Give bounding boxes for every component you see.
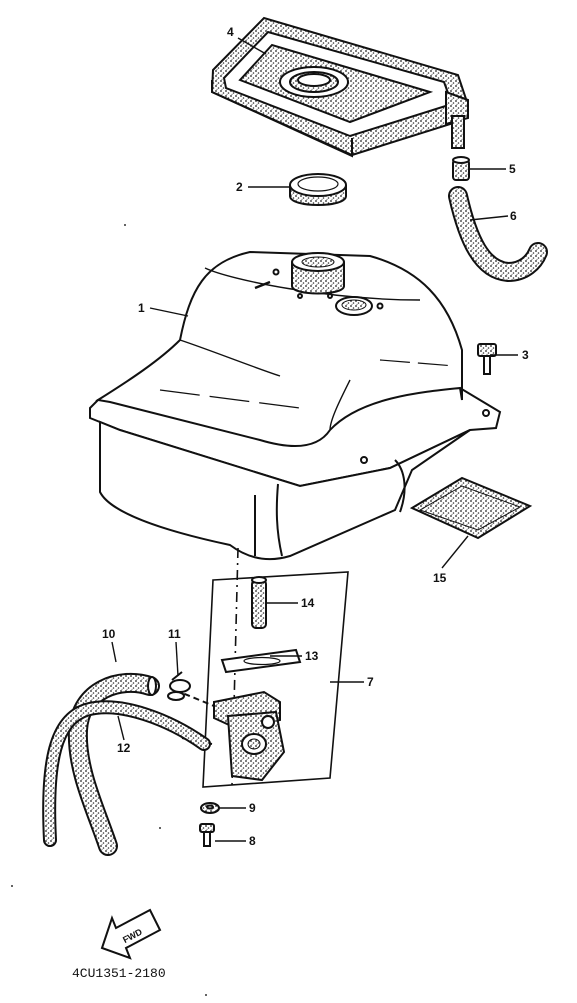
part-4-tray — [210, 16, 470, 158]
part-5-fitting — [452, 156, 470, 181]
callout-3: 3 — [522, 348, 529, 362]
callout-1: 1 — [138, 301, 145, 315]
callout-12: 12 — [117, 741, 131, 755]
part-11-clip — [167, 671, 191, 701]
scan-specks — [11, 224, 207, 996]
fuel-cock-body — [174, 689, 286, 782]
part-8-screw — [199, 823, 215, 847]
callout-9: 9 — [249, 801, 256, 815]
part-14-filter — [251, 576, 267, 629]
part-2-fuel-cap — [289, 173, 347, 206]
part-7-fuel-cock-assembly — [174, 547, 349, 788]
part-13-gasket — [220, 648, 302, 674]
callout-7: 7 — [367, 675, 374, 689]
callout-14: 14 — [301, 596, 315, 610]
callout-13: 13 — [305, 649, 319, 663]
leader-lines — [111, 37, 518, 842]
callout-6: 6 — [510, 209, 517, 223]
callout-15: 15 — [433, 571, 447, 585]
callout-4: 4 — [227, 25, 234, 39]
part-6-hose — [448, 186, 548, 283]
figure-code: 4CU1351-2180 — [72, 966, 166, 981]
part-1-fuel-tank — [89, 250, 502, 561]
part-15-pad — [409, 476, 533, 540]
part-9-washer — [200, 802, 220, 814]
part-10-hose — [67, 672, 160, 856]
callout-8: 8 — [249, 834, 256, 848]
callout-11: 11 — [168, 627, 181, 641]
part-3-bolt — [477, 343, 497, 375]
callout-5: 5 — [509, 162, 516, 176]
callout-2: 2 — [236, 180, 243, 194]
callout-10: 10 — [102, 627, 116, 641]
callout-labels: 1 2 3 4 5 6 7 8 9 10 11 12 13 14 15 — [102, 25, 529, 848]
fwd-arrow-icon: FWD — [100, 908, 162, 960]
part-12-hose — [42, 700, 211, 847]
